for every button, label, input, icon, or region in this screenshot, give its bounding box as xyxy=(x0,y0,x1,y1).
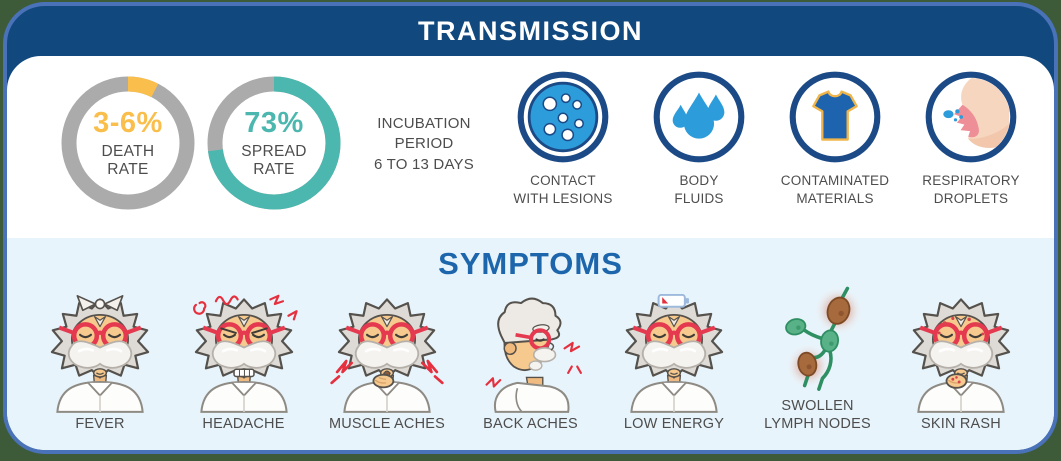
mode-label: CONTACT WITH LESIONS xyxy=(513,173,613,206)
symptoms-row: FEVER HEADA xyxy=(7,282,1054,434)
mode-contaminated-materials: CONTAMINATED MATERIALS xyxy=(767,70,903,207)
muscle-aches-monkey-icon xyxy=(330,294,444,414)
symptoms-section: SYMPTOMS FEVER xyxy=(7,238,1054,450)
transmission-title: TRANSMISSION xyxy=(417,15,643,46)
symptom-swollen-lymph-nodes: SWOLLEN LYMPH NODES xyxy=(749,284,887,434)
swollen-lymph-nodes-icon xyxy=(784,286,853,391)
respiratory-droplets-icon xyxy=(925,71,1017,163)
low-energy-monkey-icon xyxy=(606,293,742,414)
symptom-back-aches: BACK ACHES xyxy=(462,294,600,434)
mode-label: RESPIRATORY DROPLETS xyxy=(922,173,1020,206)
fever-monkey-icon xyxy=(32,294,168,414)
symptom-skin-rash: SKIN RASH xyxy=(892,294,1030,434)
symptom-label: SKIN RASH xyxy=(921,416,1001,433)
transmission-modes: CONTACT WITH LESIONS BODY FLUIDS xyxy=(491,70,1043,207)
symptom-low-energy: LOW ENERGY xyxy=(605,293,743,434)
death-rate-donut: 3-6% DEATH RATE xyxy=(55,70,201,216)
transmission-row: 3-6% DEATH RATE 73% SPREAD RATE INCUBATI… xyxy=(7,56,1054,242)
symptom-label: BACK ACHES xyxy=(483,416,578,433)
symptom-muscle-aches: MUSCLE ACHES xyxy=(318,294,456,434)
mode-contact-with-lesions: CONTACT WITH LESIONS xyxy=(495,70,631,207)
symptom-headache: HEADACHE xyxy=(175,294,313,434)
headache-monkey-icon xyxy=(192,294,298,414)
symptom-fever: FEVER xyxy=(31,294,169,434)
spread-rate-donut-chart xyxy=(207,76,341,210)
mode-respiratory-droplets: RESPIRATORY DROPLETS xyxy=(903,70,1039,207)
skin-rash-monkey-icon xyxy=(893,294,1029,414)
mode-body-fluids: BODY FLUIDS xyxy=(631,70,767,207)
content-panel: 3-6% DEATH RATE 73% SPREAD RATE INCUBATI… xyxy=(7,56,1054,450)
symptom-label: LOW ENERGY xyxy=(623,416,725,433)
symptoms-title: SYMPTOMS xyxy=(438,246,623,281)
body-fluids-icon xyxy=(653,71,745,163)
back-aches-monkey-icon xyxy=(484,297,582,413)
incubation-period-text: INCUBATION PERIOD 6 TO 13 DAYS xyxy=(374,115,474,173)
infographic-card: TRANSMISSION 3-6% DEATH RATE xyxy=(3,2,1058,454)
death-rate-donut-chart xyxy=(61,76,195,210)
symptom-label: FEVER xyxy=(75,416,125,433)
lesions-icon xyxy=(517,71,609,163)
transmission-header: TRANSMISSION xyxy=(7,6,1054,56)
spread-rate-donut: 73% SPREAD RATE xyxy=(201,70,347,216)
contaminated-shirt-icon xyxy=(789,71,881,163)
symptom-label: HEADACHE xyxy=(202,416,285,433)
symptom-label: MUSCLE ACHES xyxy=(328,416,445,433)
mode-label: BODY FLUIDS xyxy=(674,173,724,206)
mode-label: CONTAMINATED MATERIALS xyxy=(780,173,890,206)
symptom-label: SWOLLEN LYMPH NODES xyxy=(764,398,871,433)
